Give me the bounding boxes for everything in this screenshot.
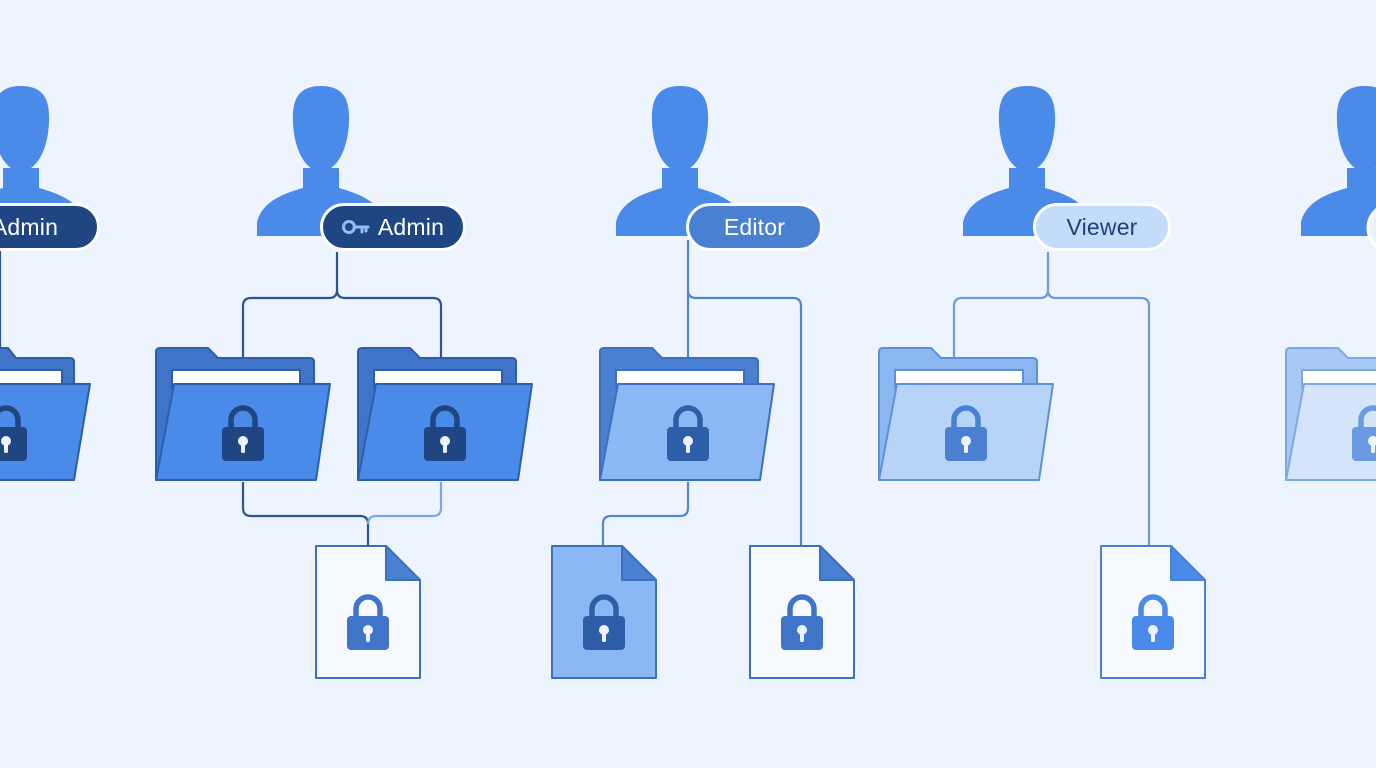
role-pill-editor: Editor [686, 203, 823, 251]
role-pill-viewer: Viewer [1033, 203, 1171, 251]
role-label: Admin [0, 213, 59, 240]
connector-lines [0, 240, 1151, 546]
role-pill-admin-left: Admin [0, 203, 100, 251]
connector-editor-folder [686, 240, 803, 546]
viewer-pill-cut [1366, 208, 1376, 248]
connector-viewer [952, 252, 1151, 546]
key-icon [341, 219, 370, 235]
role-label: Viewer [1066, 213, 1138, 240]
user-icon [1301, 86, 1376, 236]
files [315, 545, 1206, 679]
connector-admin-file [241, 482, 370, 546]
users [0, 86, 1376, 236]
connector-admin-file-light [366, 482, 443, 525]
file-icon [749, 545, 855, 679]
role-label: Editor [723, 213, 786, 240]
role-label: Admin [377, 213, 445, 240]
file-icon [551, 545, 657, 679]
connector-admin-folders [241, 252, 443, 358]
file-icon [315, 545, 421, 679]
file-icon [1100, 545, 1206, 679]
role-pill-admin: Admin [320, 203, 466, 251]
connector-editor-file [601, 482, 690, 546]
